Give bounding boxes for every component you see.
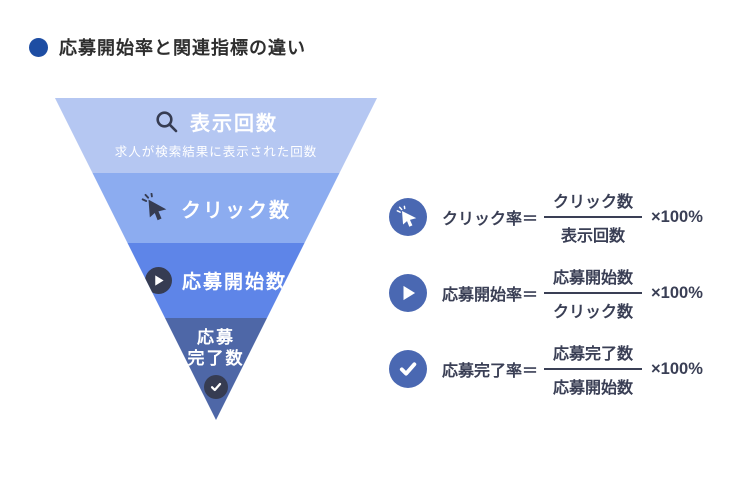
formula-application-start-rate: 応募開始率＝ 応募開始数 クリック数 ×100% (389, 263, 703, 323)
formula-multiplier: ×100% (651, 359, 703, 378)
formula-label: クリック率＝ (442, 211, 539, 228)
check-icon (204, 374, 228, 399)
formula-fraction: 応募開始数 クリック数 (544, 263, 643, 323)
formula-fraction: クリック数 表示回数 (544, 187, 643, 247)
search-icon (154, 109, 180, 135)
formula-application-completion-rate: 応募完了率＝ 応募完了数 応募開始数 ×100% (389, 339, 703, 399)
cursor-click-icon (389, 198, 427, 236)
funnel-level-clicks: クリック数 (54, 173, 378, 243)
fraction-denominator: 応募開始数 (553, 380, 634, 397)
completions-label-line2: 完了数 (187, 349, 245, 369)
application-starts-row: 応募開始数 (144, 267, 287, 294)
play-icon (144, 267, 172, 294)
fraction-denominator: クリック数 (553, 304, 634, 321)
fraction-numerator: クリック数 (544, 187, 643, 218)
fraction-numerator: 応募開始数 (544, 263, 643, 294)
completions-label-line1: 応募 (197, 328, 235, 347)
formula-multiplier: ×100% (651, 283, 703, 302)
formula-click-rate: クリック率＝ クリック数 表示回数 ×100% (389, 187, 703, 247)
fraction-denominator: 表示回数 (561, 228, 626, 245)
clicks-row: クリック数 (141, 193, 291, 223)
play-icon (389, 274, 427, 312)
cursor-click-icon (141, 193, 171, 223)
impressions-label: 表示回数 (190, 113, 278, 135)
formula-label: 応募開始率＝ (442, 287, 539, 304)
funnel-level-application-starts: 応募開始数 (54, 243, 378, 318)
formula-label: 応募完了率＝ (442, 363, 539, 380)
formula-fraction: 応募完了数 応募開始数 (544, 339, 643, 399)
impressions-row: 表示回数 (154, 107, 278, 136)
impressions-sublabel: 求人が検索結果に表示された回数 (114, 145, 318, 159)
application-starts-label: 応募開始数 (181, 272, 287, 293)
title-bullet-icon (29, 37, 48, 57)
fraction-numerator: 応募完了数 (544, 339, 643, 370)
clicks-label: クリック数 (181, 199, 291, 222)
page-header: 応募開始率と関連指標の違い (29, 34, 306, 60)
formula-multiplier: ×100% (651, 207, 703, 226)
check-icon (389, 350, 427, 388)
funnel-diagram: 表示回数 求人が検索結果に表示された回数 クリック数 応募開始数 (54, 98, 378, 420)
funnel-level-impressions: 表示回数 求人が検索結果に表示された回数 (54, 98, 378, 173)
funnel-level-application-completions: 応募 完了数 (54, 318, 378, 420)
page-title: 応募開始率と関連指標の違い (59, 38, 306, 58)
